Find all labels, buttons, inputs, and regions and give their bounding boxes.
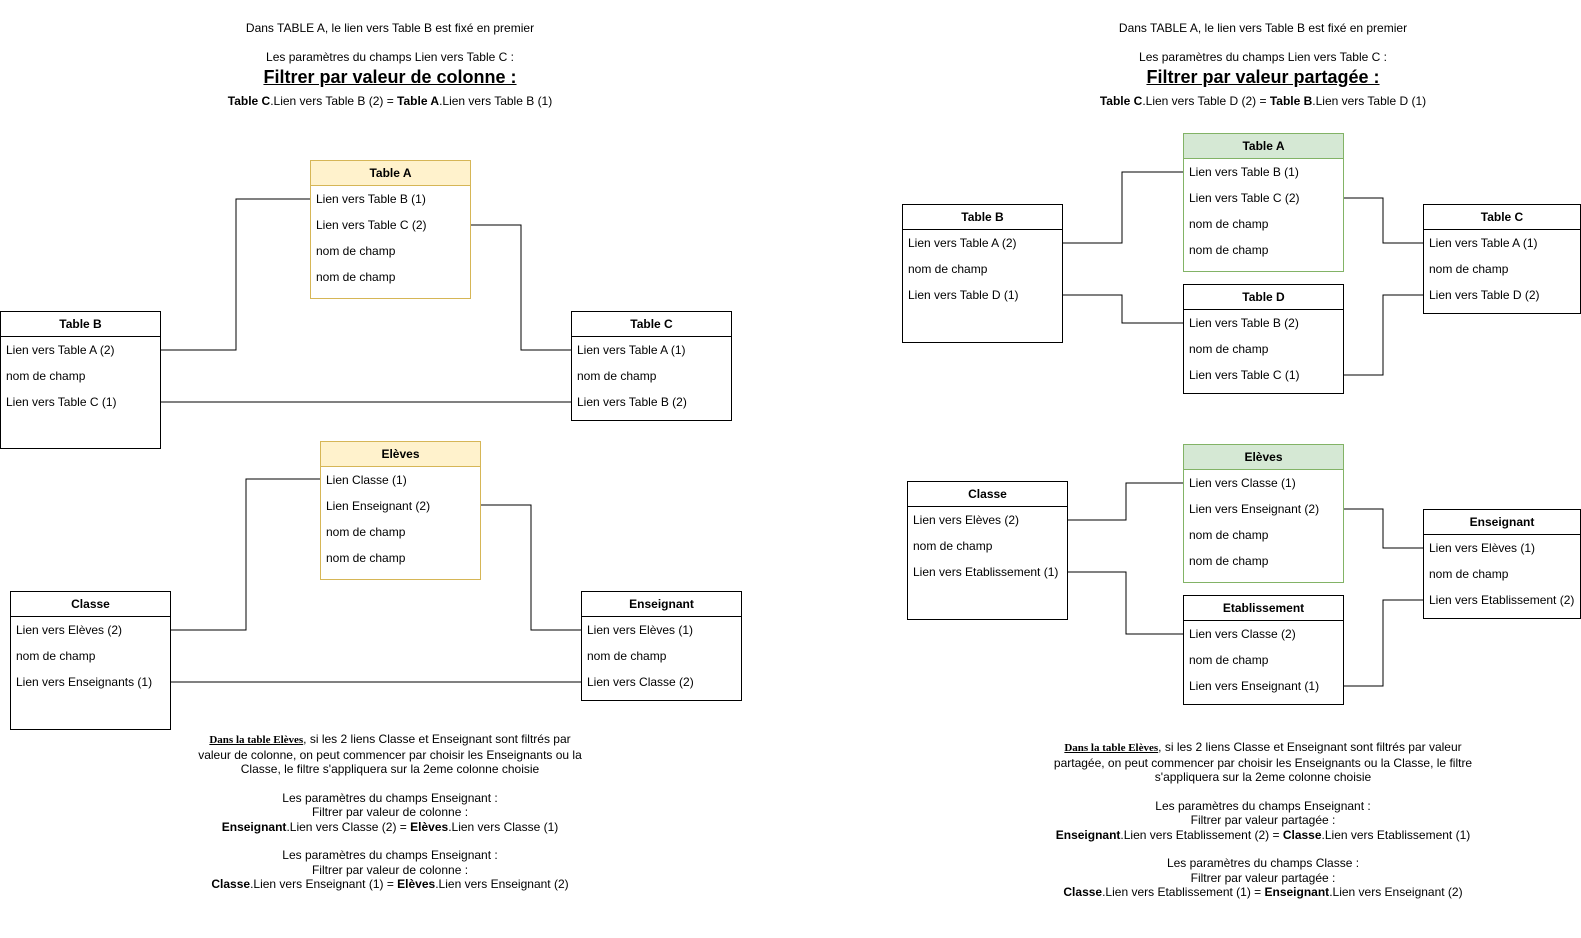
- table-enseignant-title: Enseignant: [582, 592, 741, 617]
- right-table-eleves-row[interactable]: nom de champ: [1189, 528, 1269, 542]
- table-enseignant[interactable]: Enseignant Lien vers Elèves (1) nom de c…: [581, 591, 742, 701]
- right-heading: Filtrer par valeur partagée :: [1146, 67, 1380, 87]
- table-b-row[interactable]: Lien vers Table A (2): [6, 343, 115, 357]
- left-params-line: Les paramètres du champs Lien vers Table…: [266, 50, 514, 64]
- left-formula: Table C.Lien vers Table B (2) = Table A.…: [227, 94, 553, 108]
- right-table-eleves-row[interactable]: nom de champ: [1189, 554, 1269, 568]
- table-c[interactable]: Table C Lien vers Table A (1) nom de cha…: [571, 311, 732, 421]
- right-table-a-row[interactable]: nom de champ: [1189, 217, 1269, 231]
- right-table-b-row[interactable]: Lien vers Table A (2): [908, 236, 1017, 250]
- table-eleves-row[interactable]: Lien Classe (1): [326, 473, 407, 487]
- right-intro-line: Dans TABLE A, le lien vers Table B est f…: [1118, 21, 1408, 35]
- table-a-row[interactable]: Lien vers Table B (1): [316, 192, 426, 206]
- table-c-title: Table C: [572, 312, 731, 337]
- right-table-d-title: Table D: [1184, 285, 1343, 310]
- table-c-row[interactable]: Lien vers Table B (2): [577, 395, 687, 409]
- table-enseignant-row[interactable]: Lien vers Elèves (1): [587, 623, 694, 637]
- connector-r-a-c: [1343, 197, 1423, 244]
- right-formula: Table C.Lien vers Table D (2) = Table B.…: [1099, 94, 1427, 108]
- right-table-b-title: Table B: [903, 205, 1062, 230]
- connector-r-eleves-ens: [1343, 508, 1423, 549]
- table-eleves-row[interactable]: nom de champ: [326, 525, 406, 539]
- right-table-classe-row[interactable]: nom de champ: [913, 539, 993, 553]
- right-table-c-row[interactable]: Lien vers Table A (1): [1429, 236, 1538, 250]
- table-eleves-title: Elèves: [321, 442, 480, 467]
- right-table-b-row[interactable]: Lien vers Table D (1): [908, 288, 1019, 302]
- right-table-eleves-row[interactable]: Lien vers Enseignant (2): [1189, 502, 1320, 516]
- table-b[interactable]: Table B Lien vers Table A (2) nom de cha…: [0, 311, 161, 449]
- right-table-etablissement-title: Etablissement: [1184, 596, 1343, 621]
- table-a[interactable]: Table A Lien vers Table B (1) Lien vers …: [310, 160, 471, 299]
- table-c-row[interactable]: Lien vers Table A (1): [577, 343, 686, 357]
- table-classe-row[interactable]: nom de champ: [16, 649, 96, 663]
- right-table-eleves-row[interactable]: Lien vers Classe (1): [1189, 476, 1296, 490]
- right-table-etablissement-row[interactable]: Lien vers Enseignant (1): [1189, 679, 1320, 693]
- table-classe-row[interactable]: Lien vers Enseignants (1): [16, 675, 153, 689]
- table-eleves-row[interactable]: nom de champ: [326, 551, 406, 565]
- right-table-classe-row[interactable]: Lien vers Etablissement (1): [913, 565, 1059, 579]
- table-a-row[interactable]: Lien vers Table C (2): [316, 218, 427, 232]
- connector-r-d-c: [1343, 294, 1423, 376]
- right-params-line: Les paramètres du champs Lien vers Table…: [1139, 50, 1387, 64]
- right-table-a-row[interactable]: Lien vers Table B (1): [1189, 165, 1299, 179]
- connector-r-etab-ens: [1343, 599, 1423, 687]
- table-b-row[interactable]: Lien vers Table C (1): [6, 395, 117, 409]
- table-eleves[interactable]: Elèves Lien Classe (1) Lien Enseignant (…: [320, 441, 481, 580]
- right-note: Dans la table Elèves, si les 2 liens Cla…: [1053, 740, 1473, 899]
- right-table-b[interactable]: Table B Lien vers Table A (2) nom de cha…: [902, 204, 1063, 343]
- left-heading: Filtrer par valeur de colonne :: [263, 67, 517, 87]
- right-table-a-row[interactable]: nom de champ: [1189, 243, 1269, 257]
- table-classe[interactable]: Classe Lien vers Elèves (2) nom de champ…: [10, 591, 171, 730]
- right-table-d-row[interactable]: Lien vers Table C (1): [1189, 368, 1300, 382]
- right-table-d-row[interactable]: Lien vers Table B (2): [1189, 316, 1299, 330]
- table-classe-title: Classe: [11, 592, 170, 617]
- connector-a-b: [160, 198, 310, 351]
- table-enseignant-row[interactable]: Lien vers Classe (2): [587, 675, 694, 689]
- right-table-b-row[interactable]: nom de champ: [908, 262, 988, 276]
- right-table-c-title: Table C: [1424, 205, 1580, 230]
- right-table-enseignant-row[interactable]: Lien vers Etablissement (2): [1429, 593, 1575, 607]
- right-table-enseignant-row[interactable]: nom de champ: [1429, 567, 1509, 581]
- right-table-etablissement-row[interactable]: nom de champ: [1189, 653, 1269, 667]
- right-table-etablissement-row[interactable]: Lien vers Classe (2): [1189, 627, 1296, 641]
- right-table-a-title: Table A: [1184, 134, 1343, 159]
- connector-r-classe-eleves: [1067, 482, 1183, 521]
- table-b-title: Table B: [1, 312, 160, 337]
- right-table-etablissement[interactable]: Etablissement Lien vers Classe (2) nom d…: [1183, 595, 1344, 705]
- right-table-a-row[interactable]: Lien vers Table C (2): [1189, 191, 1300, 205]
- right-table-enseignant-row[interactable]: Lien vers Elèves (1): [1429, 541, 1536, 555]
- left-intro-line: Dans TABLE A, le lien vers Table B est f…: [245, 21, 535, 35]
- table-a-row[interactable]: nom de champ: [316, 270, 396, 284]
- connector-r-classe-etab: [1067, 571, 1183, 635]
- table-classe-row[interactable]: Lien vers Elèves (2): [16, 623, 123, 637]
- right-table-c-row[interactable]: Lien vers Table D (2): [1429, 288, 1540, 302]
- right-table-eleves-title: Elèves: [1184, 445, 1343, 470]
- connector-r-b-a: [1062, 171, 1183, 244]
- right-table-d[interactable]: Table D Lien vers Table B (2) nom de cha…: [1183, 284, 1344, 394]
- right-table-c[interactable]: Table C Lien vers Table A (1) nom de cha…: [1423, 204, 1581, 314]
- connector-a-c: [470, 224, 571, 351]
- right-table-d-row[interactable]: nom de champ: [1189, 342, 1269, 356]
- right-table-c-row[interactable]: nom de champ: [1429, 262, 1509, 276]
- table-a-row[interactable]: nom de champ: [316, 244, 396, 258]
- table-enseignant-row[interactable]: nom de champ: [587, 649, 667, 663]
- right-table-classe[interactable]: Classe Lien vers Elèves (2) nom de champ…: [907, 481, 1068, 620]
- right-table-classe-row[interactable]: Lien vers Elèves (2): [913, 513, 1020, 527]
- connector-eleves-enseignant: [481, 504, 581, 631]
- table-c-row[interactable]: nom de champ: [577, 369, 657, 383]
- right-table-enseignant-title: Enseignant: [1424, 510, 1580, 535]
- table-a-title: Table A: [311, 161, 470, 186]
- left-note: Dans la table Elèves, si les 2 liens Cla…: [198, 732, 582, 891]
- right-table-classe-title: Classe: [908, 482, 1067, 507]
- right-table-enseignant[interactable]: Enseignant Lien vers Elèves (1) nom de c…: [1423, 509, 1581, 619]
- table-eleves-row[interactable]: Lien Enseignant (2): [326, 499, 431, 513]
- right-table-eleves[interactable]: Elèves Lien vers Classe (1) Lien vers En…: [1183, 444, 1344, 583]
- table-b-row[interactable]: nom de champ: [6, 369, 86, 383]
- connector-r-b-d: [1062, 294, 1183, 324]
- connector-eleves-classe: [170, 478, 320, 631]
- right-table-a[interactable]: Table A Lien vers Table B (1) Lien vers …: [1183, 133, 1344, 272]
